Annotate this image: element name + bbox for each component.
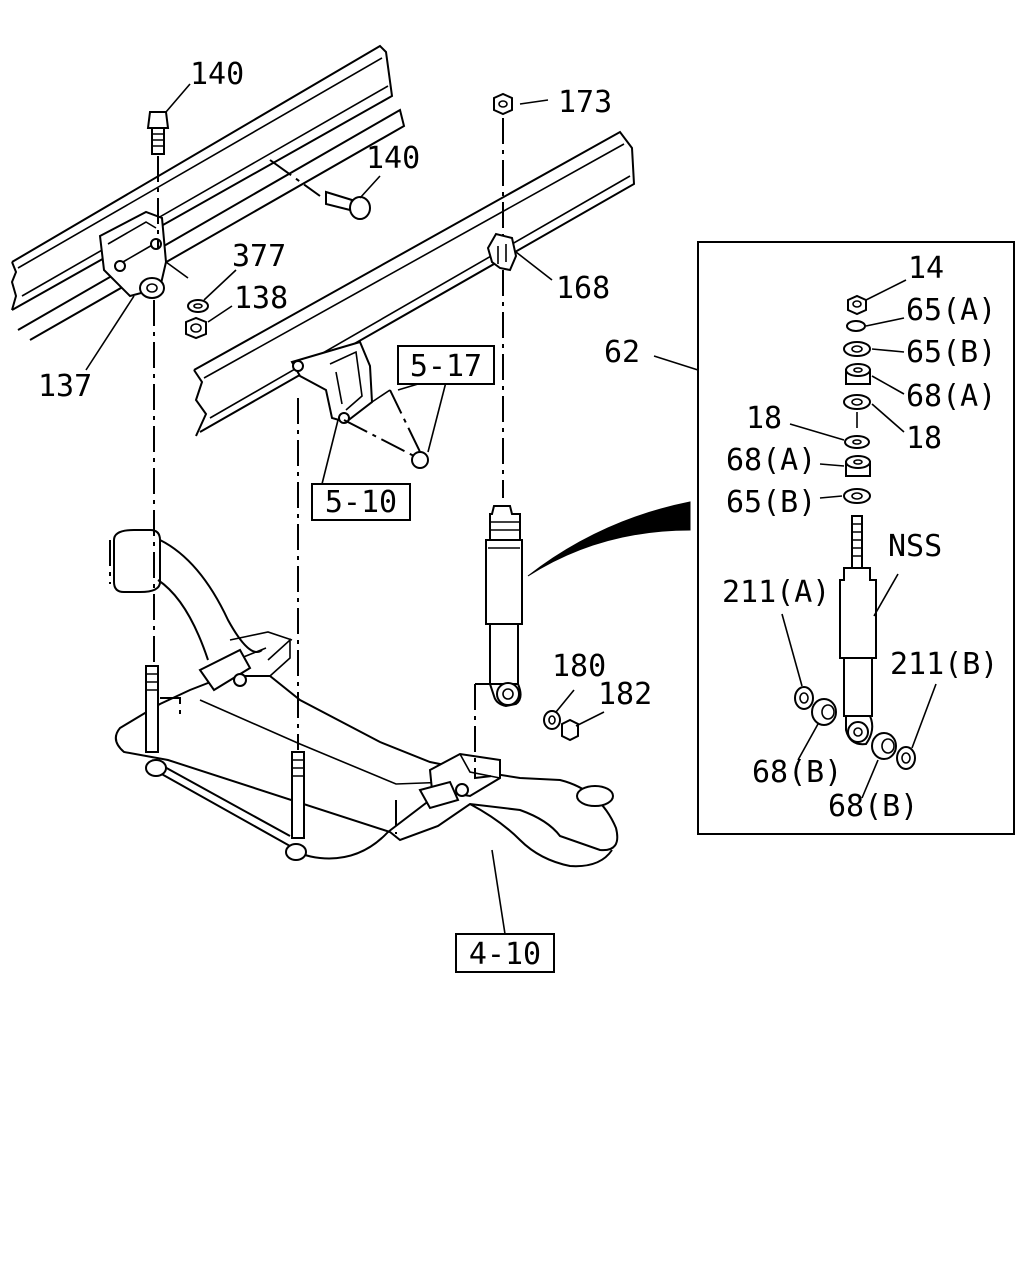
- label-62: 62: [604, 335, 640, 370]
- label-68b-left: 68(B): [752, 755, 842, 790]
- label-65b-top: 65(B): [906, 335, 996, 370]
- upper-frame-rail: [10, 44, 406, 341]
- bolt-140-vertical: [146, 111, 170, 155]
- inset-bushing-68a-mid: [845, 455, 871, 477]
- ref-4-10-text: 4-10: [469, 937, 541, 972]
- label-140-side: 140: [366, 141, 420, 176]
- nut-138: [185, 316, 207, 340]
- inset-washer-65b-mid: [843, 488, 871, 504]
- shock-absorber: [485, 501, 691, 742]
- spring-bracket: [290, 340, 429, 469]
- inset-washer-65b-top: [843, 341, 871, 357]
- label-137: 137: [38, 369, 92, 404]
- bracket-168: [486, 232, 518, 272]
- label-180: 180: [552, 649, 606, 684]
- inset-bushing-68b-right: [871, 732, 897, 760]
- inset-bushing-68a-top: [845, 363, 871, 385]
- inset-box-62: 14 65(A) 65(B) 68(A) 18 18 68(A) 65(B) N…: [697, 241, 1015, 835]
- inset-bushing-68b-left: [811, 698, 837, 726]
- assembly-lines: [109, 118, 504, 834]
- label-14: 14: [908, 251, 944, 286]
- label-68a-mid: 68(A): [726, 443, 816, 478]
- main-labels: 140 140 173 377 138 137 168 62 180 182: [38, 57, 652, 712]
- label-68a-top: 68(A): [906, 379, 996, 414]
- label-18-left: 18: [746, 401, 782, 436]
- label-182: 182: [598, 677, 652, 712]
- axle-assembly: [114, 631, 619, 868]
- label-140-top: 140: [190, 57, 244, 92]
- washer-377: [187, 299, 209, 313]
- inset-washer-65a: [846, 320, 866, 332]
- inset-nut-14: [847, 294, 867, 316]
- ref-5-17-text: 5-17: [410, 349, 482, 384]
- inset-washer-18-top: [843, 394, 871, 410]
- label-138: 138: [234, 281, 288, 316]
- label-65a-top: 65(A): [906, 293, 996, 328]
- label-168: 168: [556, 271, 610, 306]
- inset-washer-211a: [794, 686, 814, 710]
- bracket-137: [98, 210, 189, 299]
- ref-box-5-10[interactable]: 5-10: [311, 483, 411, 521]
- nut-173: [493, 92, 513, 116]
- leaf-spring-outline: [113, 529, 263, 661]
- inset-washer-211b: [896, 746, 916, 770]
- inset-shock-absorber: [839, 515, 877, 746]
- ref-box-5-17[interactable]: 5-17: [397, 345, 495, 385]
- ref-box-4-10[interactable]: 4-10: [455, 933, 555, 973]
- label-211b: 211(B): [890, 647, 998, 682]
- label-65b-mid: 65(B): [726, 485, 816, 520]
- lower-frame-rail: [193, 130, 636, 437]
- bolt-140-horizontal: [325, 190, 371, 220]
- label-nss: NSS: [888, 529, 942, 564]
- label-18-right: 18: [906, 421, 942, 456]
- label-173: 173: [558, 85, 612, 120]
- label-377: 377: [232, 239, 286, 274]
- label-68b-right: 68(B): [828, 789, 918, 824]
- leader-lines: [85, 83, 699, 935]
- ref-5-10-text: 5-10: [325, 485, 397, 520]
- inset-washer-18-bottom: [844, 435, 870, 449]
- label-211a: 211(A): [722, 575, 830, 610]
